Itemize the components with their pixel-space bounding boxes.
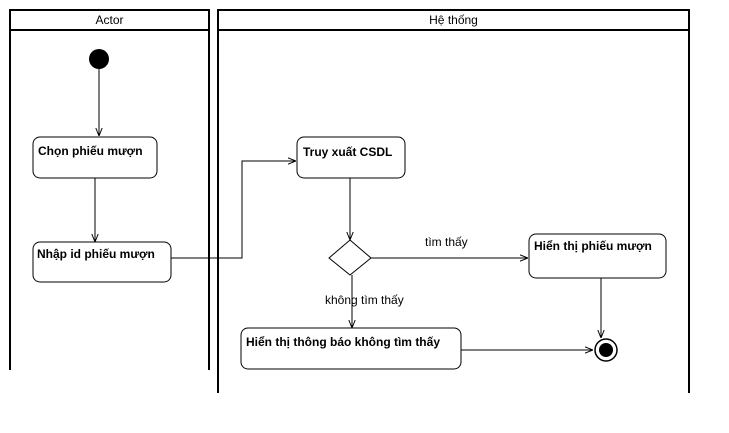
action-truy-xuat-csdl-label: Truy xuất CSDL	[303, 145, 392, 159]
final-node	[594, 338, 618, 362]
action-chon-phieu-muon: Chọn phiếu mượn	[32, 136, 158, 179]
action-nhap-id-phieu-muon: Nhập id phiếu mượn	[32, 241, 172, 283]
initial-node	[89, 49, 109, 69]
action-chon-phieu-muon-label: Chọn phiếu mượn	[38, 144, 143, 158]
action-hien-thi-khong-tim-thay-label: Hiển thị thông báo không tìm thấy	[246, 335, 440, 349]
system-lane: Hệ thống	[217, 9, 690, 393]
action-nhap-id-phieu-muon-label: Nhập id phiếu mượn	[37, 247, 155, 261]
actor-lane: Actor	[9, 9, 210, 370]
action-hien-thi-phieu-muon: Hiển thị phiếu mượn	[528, 233, 667, 279]
edge-label-not-found: không tìm thấy	[325, 293, 404, 307]
edge-label-found: tìm thấy	[425, 235, 468, 249]
edges	[95, 69, 601, 350]
action-hien-thi-phieu-muon-label: Hiển thị phiếu mượn	[534, 239, 652, 253]
action-hien-thi-khong-tim-thay: Hiển thị thông báo không tìm thấy	[240, 327, 462, 370]
edge-nhap-to-truyxuat	[171, 161, 296, 259]
actor-lane-title: Actor	[95, 13, 123, 27]
decision-node	[328, 239, 372, 276]
action-truy-xuat-csdl: Truy xuất CSDL	[296, 136, 406, 179]
system-lane-title: Hệ thống	[429, 13, 478, 27]
